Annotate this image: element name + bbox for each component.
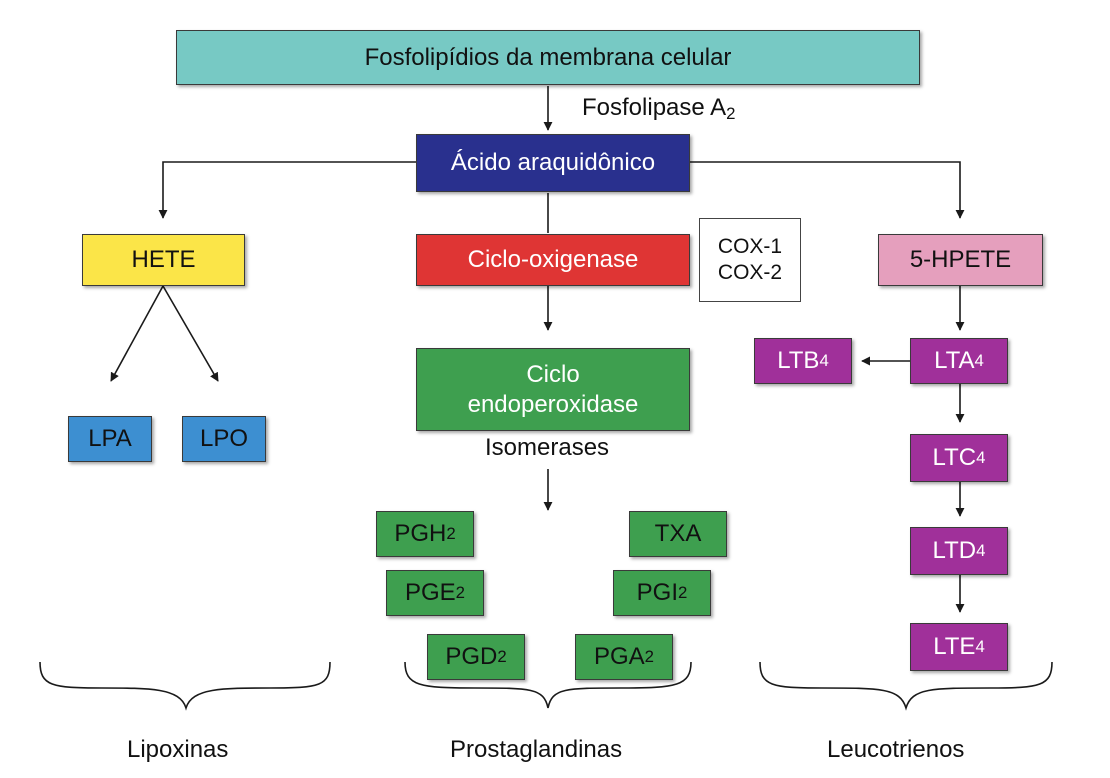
cox-types-box: COX-1 COX-2 [699,218,801,302]
lpa-label: LPA [88,425,132,452]
txa-label: TXA [654,520,702,547]
cox1-label: COX-1 [717,234,783,258]
brace-leucotrienos [759,661,1053,711]
arrow-arachidonic-to-hete [158,161,416,219]
isomerases-label: Isomerases [485,434,610,461]
membrane-phospholipids-box: Fosfolipídios da membrana celular [176,30,920,85]
arrow-hete-to-lpo [162,285,219,382]
cycloendoperoxidase-line1: Ciclo [526,360,580,388]
lpa-box: LPA [68,416,152,462]
membrane-phospholipids-label: Fosfolipídios da membrana celular [364,43,732,71]
phospholipase-label: Fosfolipase A2 [582,94,736,124]
arrow-arachidonic-to-hpete [690,161,965,219]
cycloendoperoxidase-box: Ciclo endoperoxidase [416,348,690,431]
arachidonic-acid-label: Ácido araquidônico [450,149,656,176]
hete-box: HETE [82,234,245,286]
brace-prostaglandinas [404,661,692,709]
cyclooxygenase-label: Ciclo-oxigenase [467,246,639,273]
lpo-label: LPO [199,425,249,452]
hete-label: HETE [131,246,196,273]
5-hpete-box: 5-HPETE [878,234,1043,286]
lpo-box: LPO [182,416,266,462]
cycloendoperoxidase-line2: endoperoxidase [467,390,639,418]
5-hpete-label: 5-HPETE [909,246,1012,273]
prostaglandinas-label: Prostaglandinas [450,736,623,763]
lipoxinas-label: Lipoxinas [127,736,229,763]
arachidonic-acid-box: Ácido araquidônico [416,134,690,192]
arrow-hete-to-lpa [110,285,164,382]
cox2-label: COX-2 [717,261,783,284]
leucotrienos-label: Leucotrienos [827,736,965,763]
txa-box: TXA [629,511,727,557]
brace-lipoxinas [39,661,331,711]
cyclooxygenase-box: Ciclo-oxigenase [416,234,690,286]
